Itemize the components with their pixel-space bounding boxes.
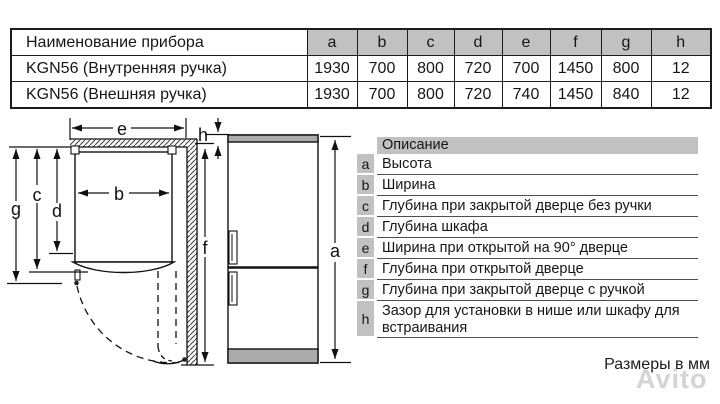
device-name: KGN56 (Внутренняя ручка) (10, 55, 308, 82)
legend-header-spacer (357, 137, 377, 154)
dim-label-e: e (117, 119, 127, 139)
col-header-b: b (356, 28, 408, 56)
legend-text: Глубина при закрытой дверце с ручкой (377, 280, 698, 301)
legend-row: e Ширина при открытой на 90° дверце (357, 238, 698, 259)
dim-label-b: b (114, 184, 124, 204)
legend-text: Глубина шкафа (377, 217, 698, 238)
legend-row: g Глубина при закрытой дверце с ручкой (357, 280, 698, 301)
value-cell: 12 (650, 55, 712, 82)
legend-key: g (357, 280, 374, 301)
dim-label-c: c (33, 185, 42, 205)
dim-label-f: f (202, 238, 208, 258)
fridge-front-view (227, 134, 319, 364)
technical-drawing: e h b c g d f a (7, 118, 351, 366)
dimensions-table: Наименование прибора a b c d e f g h KGN… (10, 28, 712, 109)
value-cell: 700 (356, 55, 408, 82)
legend-table: Описание a Высота b Ширина c Глубина при… (357, 137, 698, 338)
legend-text: Высота (377, 154, 698, 175)
wall-hatching (9, 138, 214, 365)
table-row: KGN56 (Внешняя ручка) 1930 700 800 720 7… (10, 81, 712, 109)
col-header-c: c (406, 28, 455, 56)
col-header-g: g (600, 28, 652, 56)
legend-header-row: Описание (357, 137, 698, 154)
dim-label-h: h (198, 125, 208, 145)
door-swing-arc (76, 271, 187, 365)
legend-row: h Зазор для установки в нише или шкафу д… (357, 301, 698, 338)
fridge-top-view (70, 145, 177, 286)
dim-label-d: d (52, 201, 62, 221)
legend-text: Ширина при открытой на 90° дверце (377, 238, 698, 259)
col-header-d: d (453, 28, 503, 56)
value-cell: 1930 (306, 55, 358, 82)
watermark: Avito (636, 364, 708, 394)
dimension-lines (7, 118, 351, 366)
legend-key: e (357, 238, 374, 259)
legend-text: Глубина при открытой дверце (377, 259, 698, 280)
value-cell: 12 (650, 81, 712, 109)
legend-key: h (357, 301, 374, 338)
value-cell: 800 (600, 55, 652, 82)
value-cell: 1450 (549, 55, 602, 82)
legend-key: b (357, 175, 374, 196)
legend-header-title: Описание (377, 137, 698, 154)
table-row: KGN56 (Внутренняя ручка) 1930 700 800 72… (10, 55, 712, 82)
value-cell: 720 (453, 81, 503, 109)
value-cell: 1450 (549, 81, 602, 109)
legend-row: a Высота (357, 154, 698, 175)
legend-row: d Глубина шкафа (357, 217, 698, 238)
col-header-f: f (549, 28, 602, 56)
col-header-h: h (650, 28, 712, 56)
value-cell: 800 (406, 55, 455, 82)
legend-key: c (357, 196, 374, 217)
legend-key: a (357, 154, 374, 175)
col-header-a: a (306, 28, 358, 56)
col-header-device: Наименование прибора (10, 28, 308, 56)
legend-row: b Ширина (357, 175, 698, 196)
legend-row: c Глубина при закрытой дверце без ручки (357, 196, 698, 217)
value-cell: 720 (453, 55, 503, 82)
legend-key: f (357, 259, 374, 280)
units-note: Размеры в мм (604, 356, 710, 373)
device-name: KGN56 (Внешняя ручка) (10, 81, 308, 109)
dimension-labels: e h b c g d f a (11, 119, 341, 261)
value-cell: 740 (501, 81, 551, 109)
legend-text: Зазор для установки в нише или шкафу для… (377, 301, 698, 338)
value-cell: 800 (406, 81, 455, 109)
legend-text: Глубина при закрытой дверце без ручки (377, 196, 698, 217)
legend-row: f Глубина при открытой дверце (357, 259, 698, 280)
value-cell: 1930 (306, 81, 358, 109)
col-header-e: e (501, 28, 551, 56)
legend-key: d (357, 217, 374, 238)
dim-label-a: a (330, 241, 341, 261)
dim-label-g: g (11, 199, 21, 219)
value-cell: 840 (600, 81, 652, 109)
table-header-row: Наименование прибора a b c d e f g h (10, 28, 712, 56)
value-cell: 700 (356, 81, 408, 109)
value-cell: 700 (501, 55, 551, 82)
legend-text: Ширина (377, 175, 698, 196)
